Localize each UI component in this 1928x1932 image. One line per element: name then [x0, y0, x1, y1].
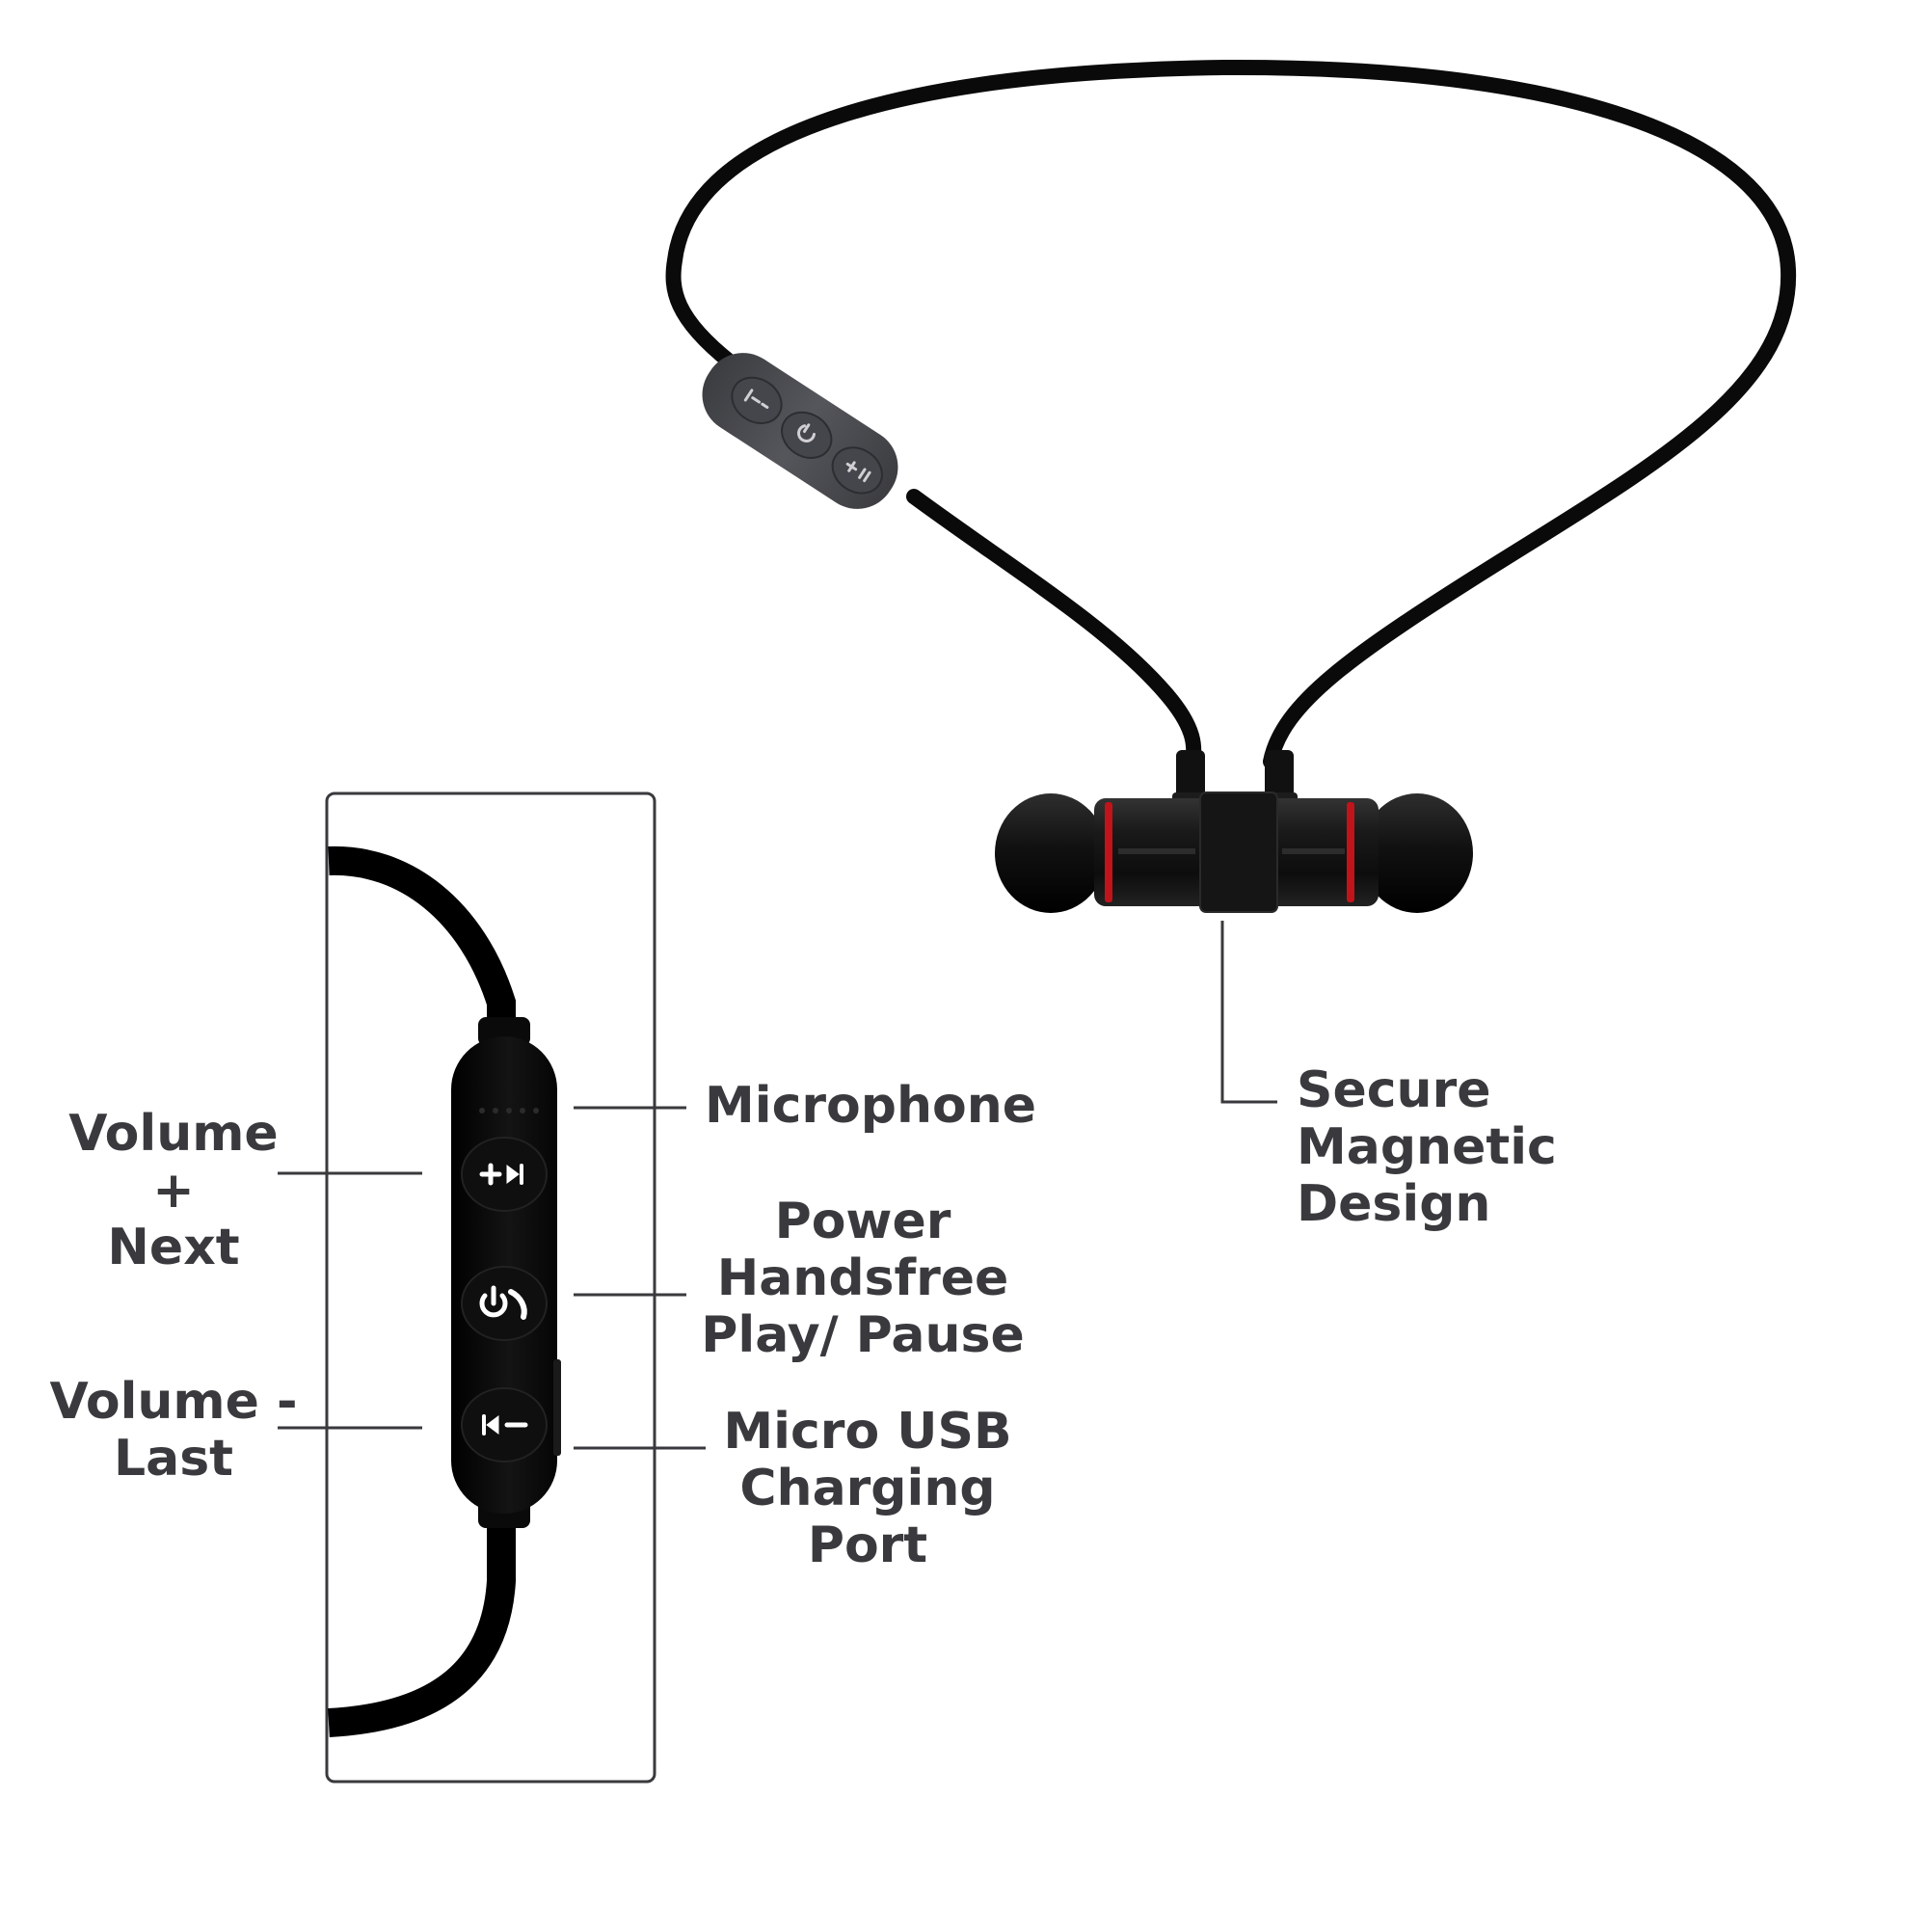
left-red-ring	[1105, 802, 1112, 902]
label-microphone: Microphone	[705, 1077, 1037, 1135]
small-remote-power-button	[781, 411, 833, 459]
label-secure-magnetic-design: Secure Magnetic Design	[1297, 1061, 1557, 1233]
neckband-cable-left	[906, 489, 1202, 769]
label-volume-minus-last: Volume - Last	[49, 1373, 298, 1488]
neckband-cable-loop	[665, 59, 1797, 769]
neckband-cable	[665, 59, 1797, 769]
volume-down-last-button	[461, 1387, 548, 1462]
right-ear-tip	[1361, 793, 1473, 913]
closeup-cable-top	[328, 845, 516, 1030]
closeup-remote	[451, 1017, 561, 1528]
volume-up-next-icon	[479, 1163, 523, 1186]
leader-magnetic	[1220, 921, 1277, 1104]
earbuds-magnetic	[995, 750, 1473, 913]
inline-remote-small	[702, 353, 898, 509]
previous-volume-down-icon	[482, 1414, 528, 1436]
closeup-frame	[325, 792, 656, 1784]
right-red-ring	[1347, 802, 1354, 902]
leader-lines	[278, 921, 1277, 1450]
left-ear-tip	[995, 793, 1107, 913]
microphone-holes-icon	[479, 1108, 539, 1114]
power-call-icon	[479, 1285, 527, 1320]
label-volume-plus-next: Volume + Next	[68, 1105, 279, 1276]
volume-up-next-button	[461, 1137, 548, 1212]
magnetic-joint	[1199, 792, 1278, 913]
usb-port-cover	[553, 1359, 561, 1456]
label-power-handsfree-play-pause: Power Handsfree Play/ Pause	[701, 1193, 1025, 1364]
closeup-cable-bottom	[328, 1518, 516, 1737]
label-micro-usb-charging-port: Micro USB Charging Port	[723, 1403, 1012, 1574]
small-remote-next-button	[831, 446, 883, 495]
